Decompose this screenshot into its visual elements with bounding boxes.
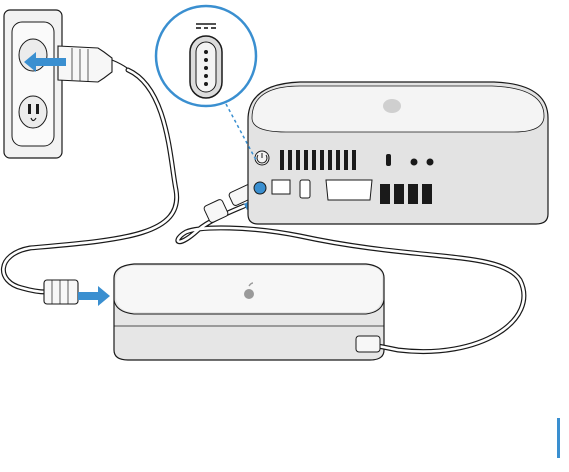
ac-connector <box>44 280 78 304</box>
wall-outlet <box>4 10 62 158</box>
ethernet-port <box>272 180 290 194</box>
security-slot <box>386 154 391 166</box>
ac-plug <box>58 46 130 82</box>
mac-mini <box>248 82 548 224</box>
dc-connector-face-icon <box>190 36 222 98</box>
firewire-port <box>300 180 310 198</box>
page-edge-marker <box>557 418 560 458</box>
apple-logo-icon <box>383 99 401 113</box>
usb-port <box>380 184 390 204</box>
dc-power-port <box>254 182 266 194</box>
audio-out-port <box>427 159 434 166</box>
usb-port <box>408 184 418 204</box>
dvi-port <box>326 180 372 200</box>
power-adapter <box>114 264 384 360</box>
connector-callout <box>156 6 256 160</box>
cable-strain-relief <box>356 336 380 352</box>
usb-port <box>422 184 432 204</box>
plug-in-arrow-adapter <box>78 286 110 306</box>
audio-in-port <box>411 159 418 166</box>
usb-port <box>394 184 404 204</box>
